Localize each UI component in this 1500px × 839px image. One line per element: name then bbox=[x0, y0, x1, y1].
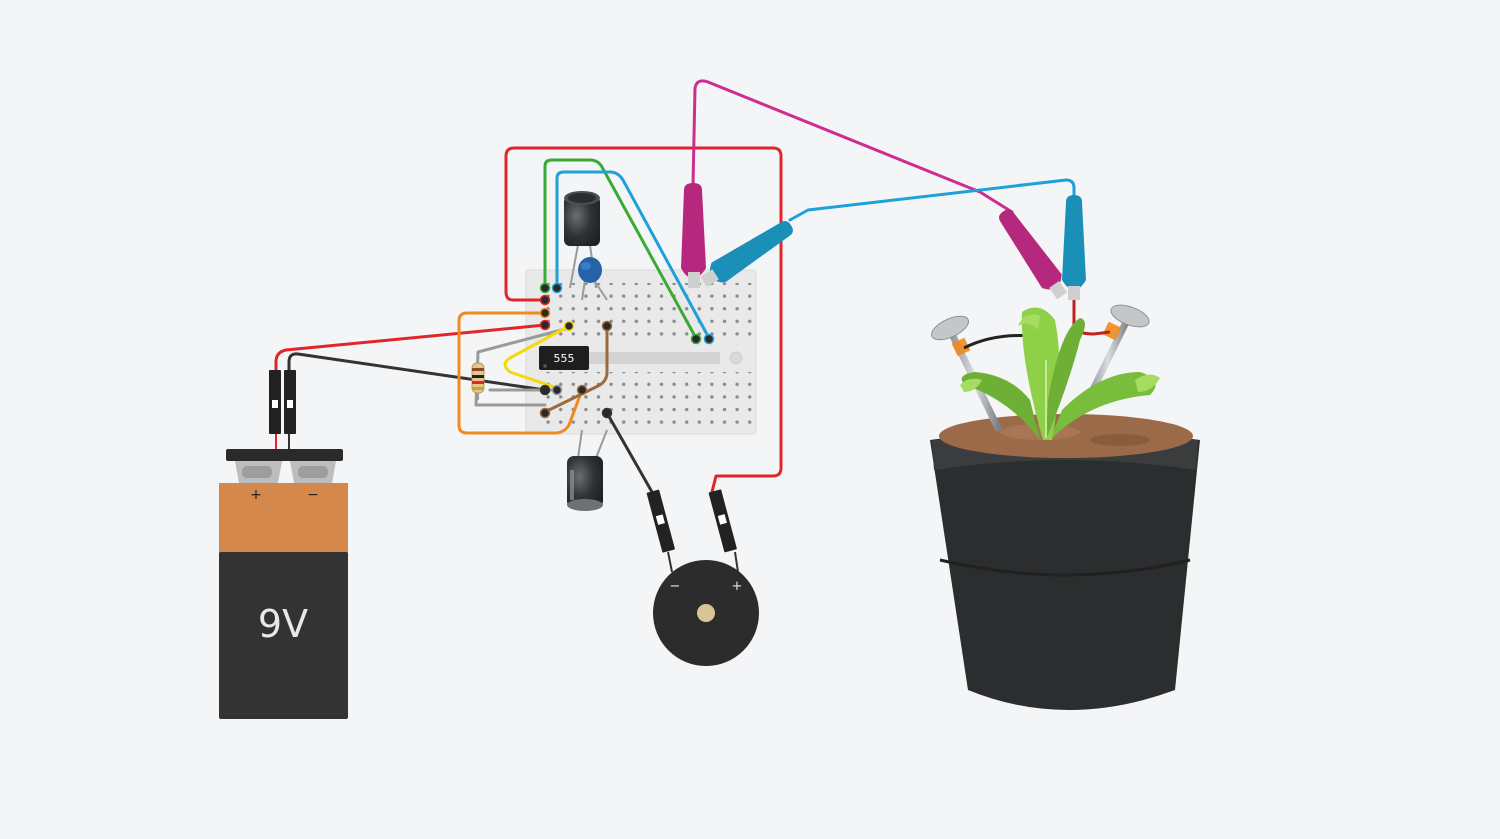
red-wire-top-loop[interactable] bbox=[504, 146, 783, 494]
capacitor-ceramic[interactable] bbox=[578, 257, 608, 301]
buzzer-plus-label: + bbox=[732, 579, 743, 594]
battery-plus-label: + bbox=[250, 487, 262, 503]
alligator-clip-magenta-plant[interactable] bbox=[993, 205, 1072, 303]
capacitor-electrolytic-bottom[interactable] bbox=[567, 429, 608, 511]
capacitor-electrolytic-top[interactable] bbox=[564, 191, 600, 289]
magenta-wire-sensor[interactable] bbox=[691, 79, 1014, 214]
battery-9v[interactable]: + − 9V bbox=[219, 370, 348, 719]
red-wire-battery-positive[interactable] bbox=[274, 323, 547, 374]
resistor[interactable] bbox=[471, 356, 485, 400]
blue-wire-sensor[interactable] bbox=[788, 178, 1076, 222]
battery-minus-label: − bbox=[307, 487, 319, 503]
lettuce-plant bbox=[960, 307, 1160, 440]
nail-probe-left[interactable] bbox=[928, 311, 1002, 432]
ic-label: 555 bbox=[554, 352, 575, 365]
alligator-clip-magenta-board[interactable] bbox=[681, 183, 706, 288]
orange-wire-loop[interactable] bbox=[457, 311, 584, 435]
blue-wire-board[interactable] bbox=[555, 170, 711, 340]
buzzer-minus-label: − bbox=[670, 579, 681, 594]
brown-wire[interactable] bbox=[543, 326, 609, 414]
ic-555-timer[interactable]: 555 bbox=[539, 346, 589, 370]
alligator-clip-teal-board[interactable] bbox=[697, 215, 797, 292]
battery-voltage-label: 9V bbox=[258, 602, 308, 646]
yellow-wire[interactable] bbox=[503, 324, 571, 390]
piezo-buzzer[interactable]: − + bbox=[646, 489, 759, 666]
plant-pot[interactable] bbox=[930, 414, 1200, 710]
black-wire-battery-negative[interactable] bbox=[287, 352, 547, 392]
green-wire[interactable] bbox=[543, 158, 698, 340]
alligator-clip-teal-plant[interactable] bbox=[1062, 195, 1086, 300]
breadboard-contacts bbox=[539, 282, 715, 419]
black-wire-buzzer[interactable] bbox=[605, 411, 654, 494]
